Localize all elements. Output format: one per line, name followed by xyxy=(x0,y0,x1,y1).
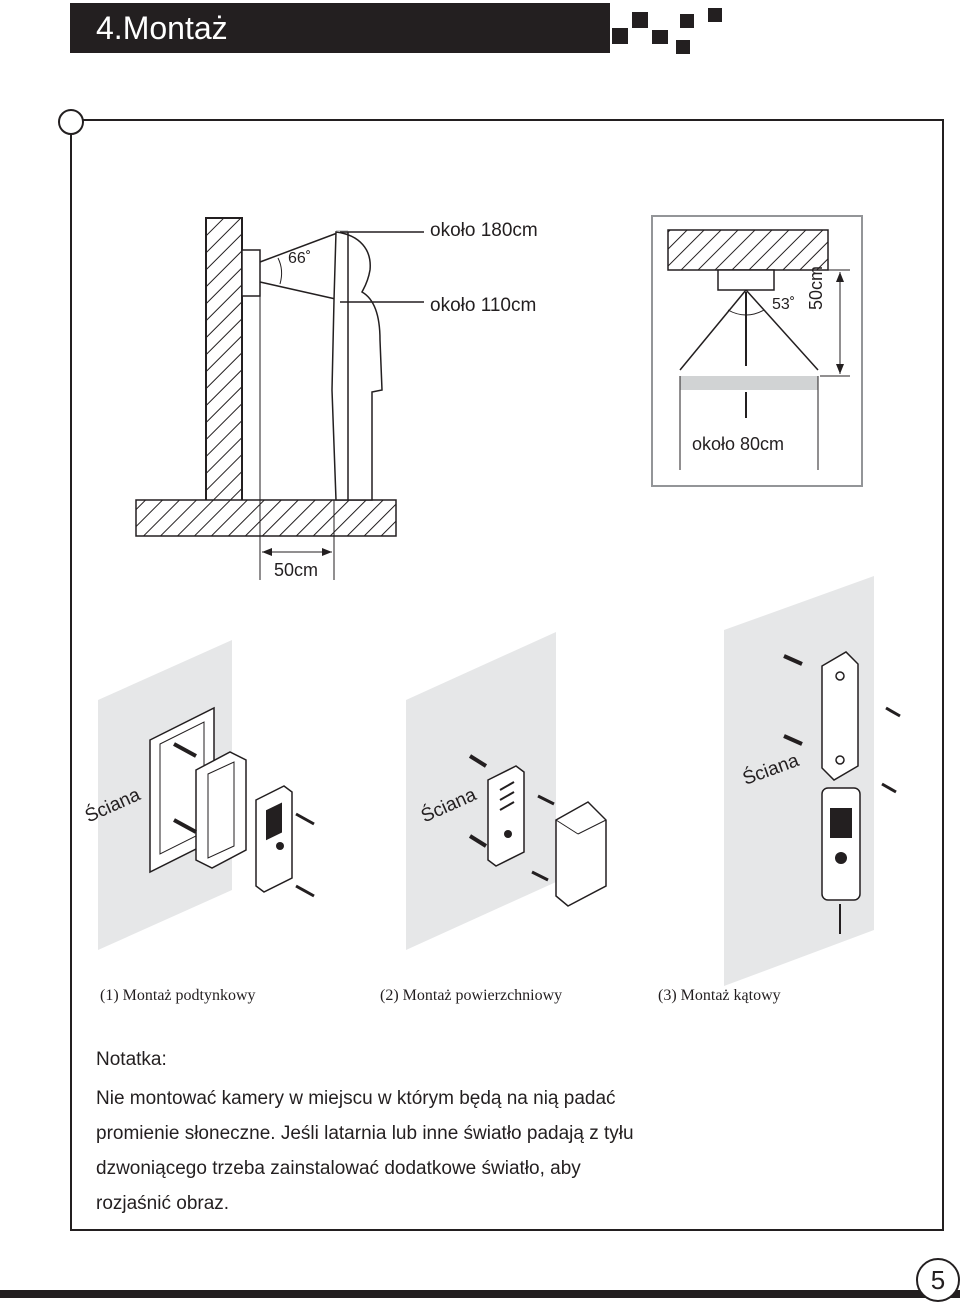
height-diagram xyxy=(135,217,424,580)
height-110-label: około 110cm xyxy=(430,295,537,316)
note-line: Nie montować kamery w miejscu w którym b… xyxy=(96,1088,616,1109)
flush-mount-illustration xyxy=(98,640,315,950)
footer-line xyxy=(0,1290,960,1298)
note-line: dzwoniącego trzeba zainstalować dodatkow… xyxy=(96,1158,581,1179)
caption-angle-mount: (3) Montaż kątowy xyxy=(658,987,781,1004)
note-body: Nie montować kamery w miejscu w którym b… xyxy=(96,1081,776,1221)
note-line: rozjaśnić obraz. xyxy=(96,1193,230,1214)
page-title: 4.Montaż xyxy=(96,10,228,46)
note-title: Notatka: xyxy=(96,1049,167,1070)
header-bar xyxy=(70,3,610,53)
caption-surface-mount: (2) Montaż powierzchniowy xyxy=(380,987,563,1004)
top-width-label: około 80cm xyxy=(692,434,785,454)
top-angle-label: 53˚ xyxy=(772,296,796,313)
caption-flush-mount: (1) Montaż podtynkowy xyxy=(100,987,256,1004)
angle-mount-illustration xyxy=(724,576,901,986)
top-view-diagram xyxy=(651,215,863,487)
distance-label: 50cm xyxy=(274,560,319,580)
header-decoration xyxy=(556,8,722,54)
frame-corner-circle xyxy=(58,109,84,135)
page-number: 5 xyxy=(916,1258,960,1302)
surface-mount-illustration xyxy=(406,632,607,950)
view-angle-label: 66˚ xyxy=(288,250,312,267)
content-frame xyxy=(70,119,944,1231)
note-line: promienie słoneczne. Jeśli latarnia lub … xyxy=(96,1123,634,1144)
height-180-label: około 180cm xyxy=(430,220,538,241)
top-distance-label: 50cm xyxy=(806,265,826,310)
